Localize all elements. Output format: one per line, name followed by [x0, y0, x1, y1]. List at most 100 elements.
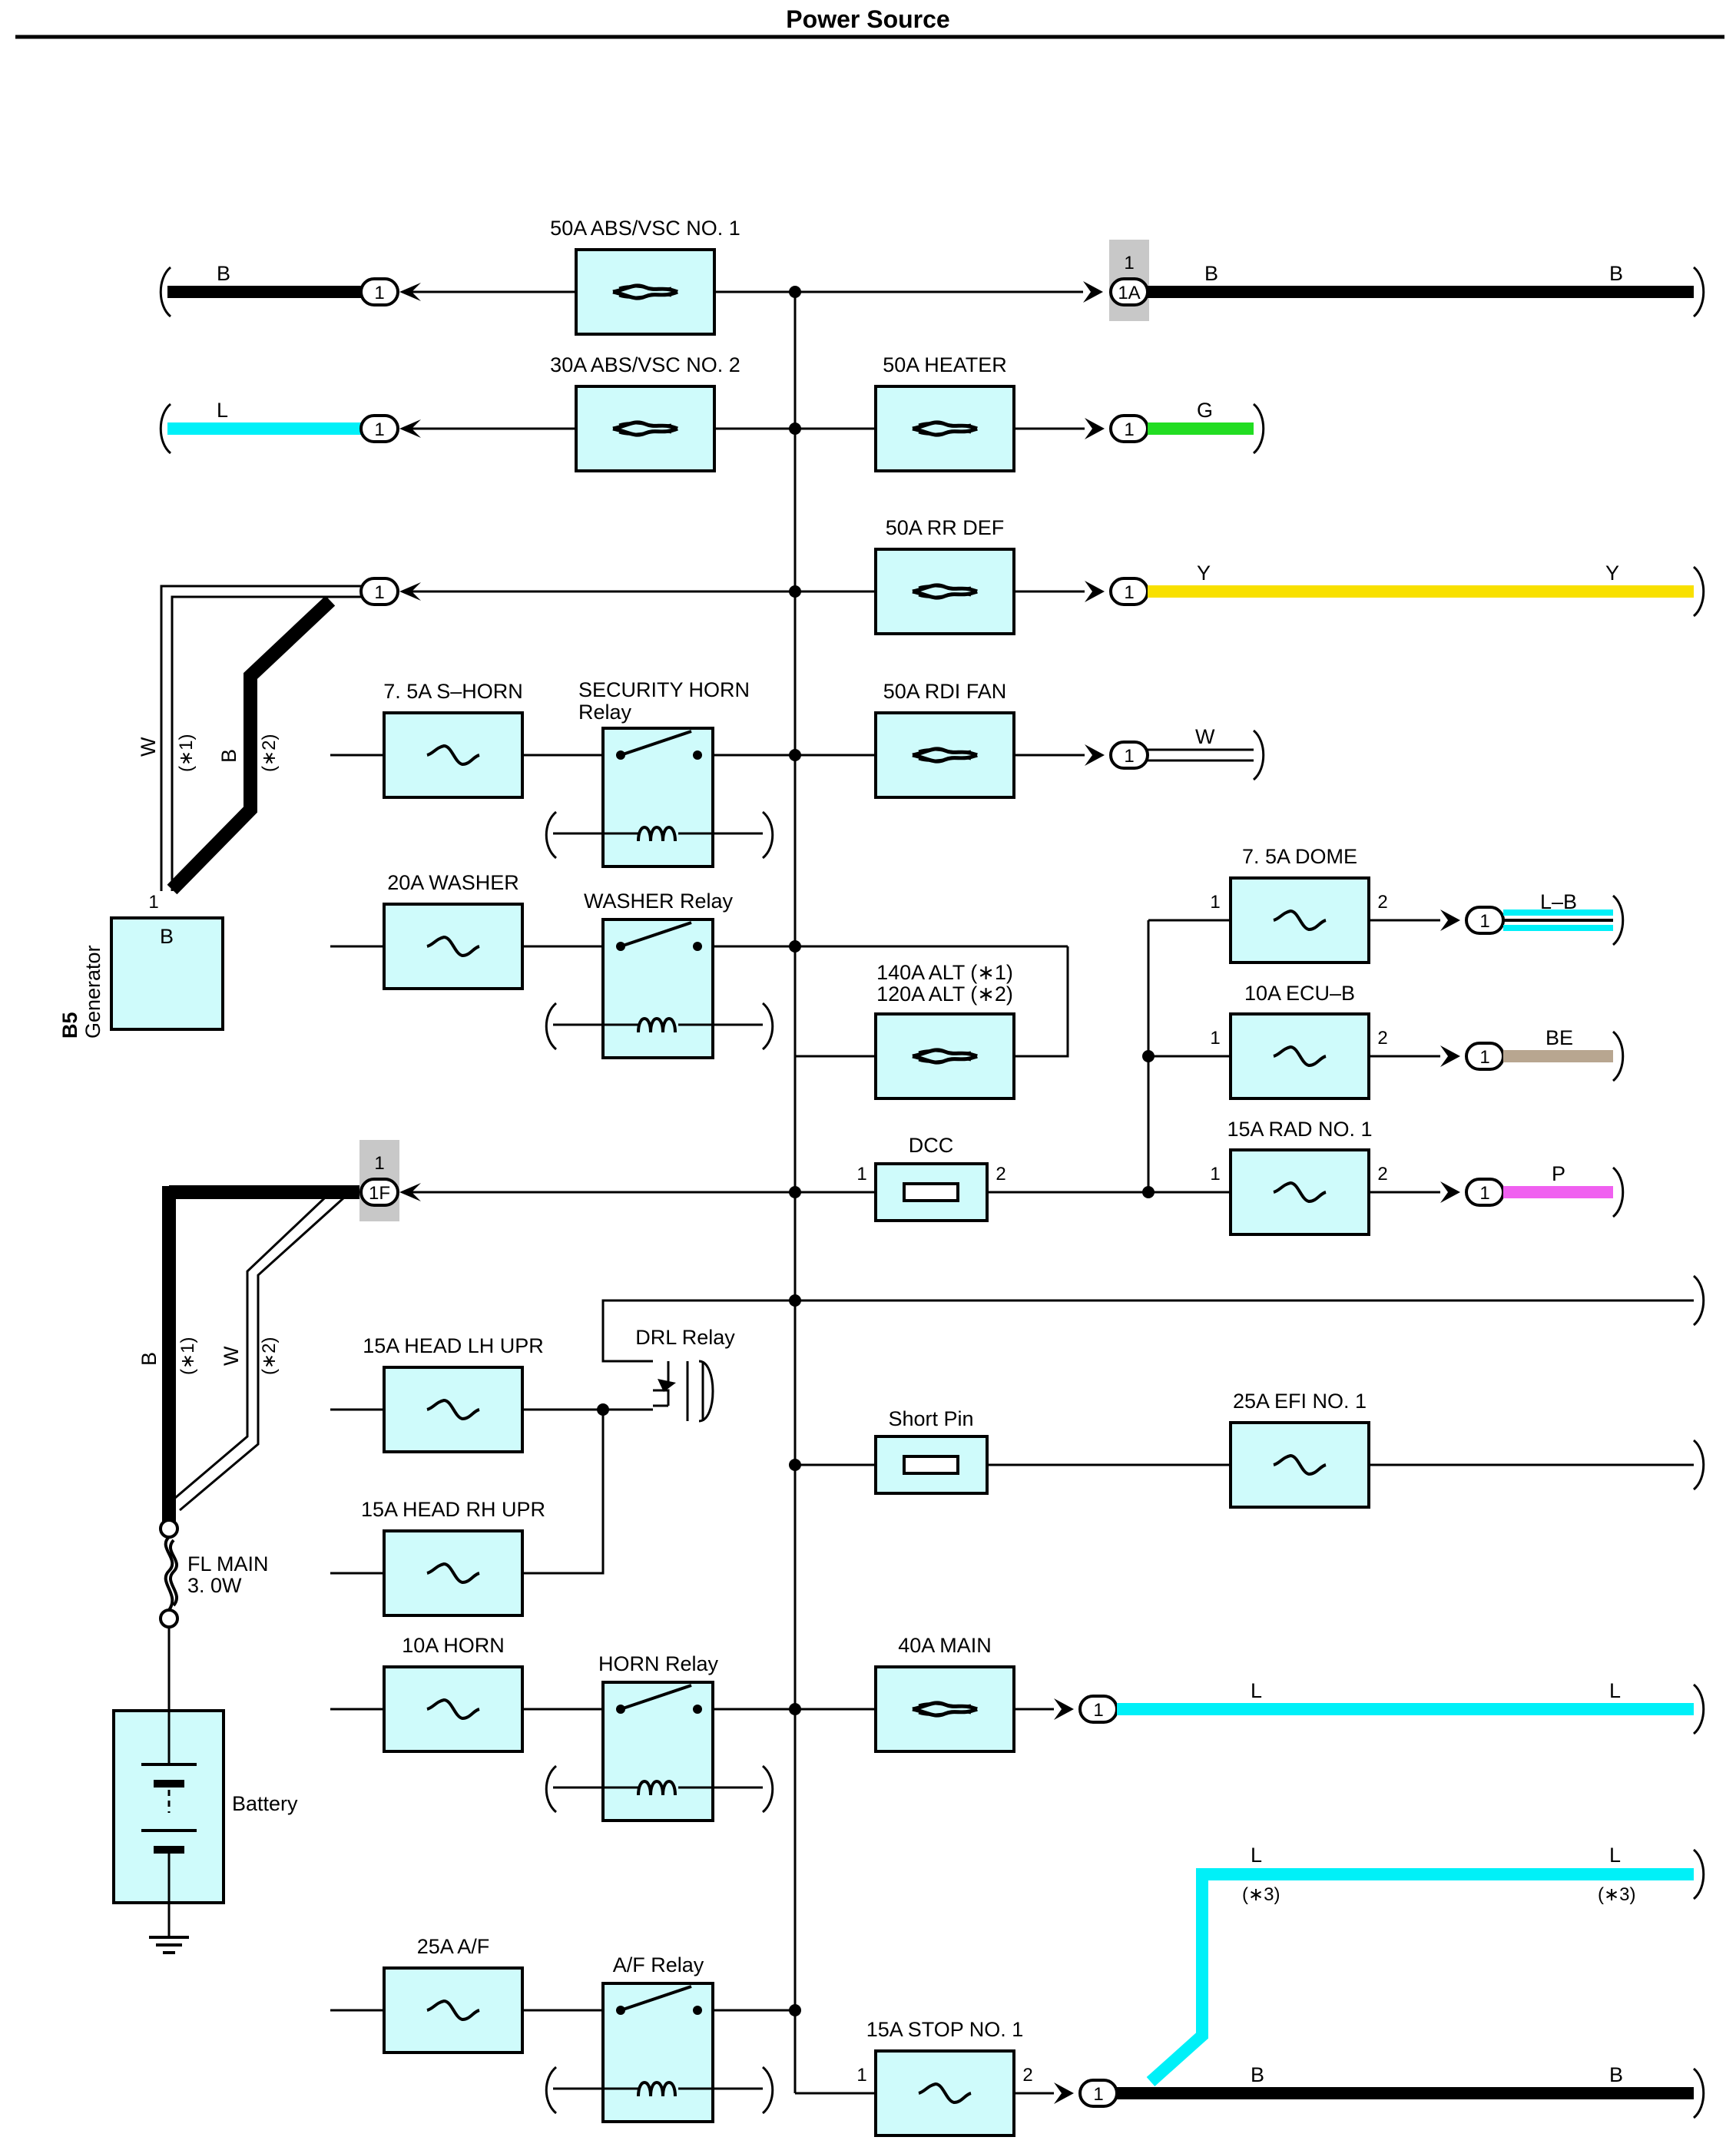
- short-pin-element-icon: [903, 1455, 959, 1475]
- connector-1f-pin: 1: [374, 1153, 384, 1174]
- wire-end-left-row1: [159, 266, 172, 318]
- wire-color-w-rdi: W: [1195, 725, 1215, 748]
- ground-icon: [149, 1903, 189, 1954]
- svg-text:1: 1: [1210, 1164, 1220, 1184]
- connector-1a: 1A: [1109, 277, 1149, 306]
- svg-text:1: 1: [856, 2065, 866, 2086]
- fl-main-terminal-top: [159, 1519, 179, 1539]
- wire-b-generator: [167, 595, 336, 895]
- battery-icon: [141, 1711, 197, 1903]
- wire-color-b-row1-end: B: [1609, 262, 1623, 285]
- connector-pin-rr-def: 1: [1109, 577, 1149, 606]
- svg-text:1: 1: [1124, 419, 1134, 440]
- wire-color-b-batt: B: [137, 1352, 161, 1366]
- svg-text:1: 1: [1124, 582, 1134, 603]
- drl-relay-transistor-icon: [653, 1360, 714, 1423]
- wire-color-b-row1-mid: B: [1204, 262, 1218, 285]
- relay-af: [601, 1982, 714, 2123]
- connector-pin-rad-1: 1: [1465, 1178, 1505, 1207]
- connector-1f: 1F: [359, 1178, 399, 1207]
- svg-text:1F: 1F: [369, 1183, 390, 1204]
- svg-text:1: 1: [1479, 1183, 1489, 1204]
- fuse-label-s-horn: 7. 5A S–HORN: [383, 680, 523, 703]
- svg-text:1: 1: [1093, 2084, 1103, 2105]
- note-2-gen: (∗2): [259, 734, 280, 772]
- fuse-label-dome: 7. 5A DOME: [1242, 845, 1357, 868]
- svg-text:1A: 1A: [1118, 283, 1140, 303]
- fuse-label-af: 25A A/F: [417, 1935, 490, 1958]
- fusible-link-label-abs-vsc-2: 30A ABS/VSC NO. 2: [550, 353, 740, 376]
- fusible-link-heater: [874, 385, 1015, 472]
- relay-switch-icon: [616, 1985, 702, 2015]
- svg-text:2: 2: [1377, 1164, 1387, 1184]
- connector-arrow-row1: [399, 283, 421, 301]
- fuse-label-head-lh: 15A HEAD LH UPR: [363, 1334, 544, 1357]
- connector-pin-row1: 1: [359, 277, 399, 306]
- fuse-label-horn: 10A HORN: [402, 1634, 505, 1657]
- svg-text:1: 1: [374, 283, 384, 303]
- relay-label-drl: DRL Relay: [635, 1326, 735, 1349]
- svg-text:1: 1: [1210, 1028, 1220, 1049]
- fuse-label-washer: 20A WASHER: [387, 871, 519, 894]
- svg-text:1: 1: [1479, 911, 1489, 932]
- connector-pin-heater: 1: [1109, 414, 1149, 443]
- relay-switch-icon: [616, 1684, 702, 1714]
- wire-w-battery: [174, 1185, 346, 1512]
- dcc-label: DCC: [909, 1134, 954, 1157]
- fuse-label-efi-1: 25A EFI NO. 1: [1233, 1390, 1367, 1413]
- fusible-link-alt: [874, 1012, 1015, 1100]
- svg-text:2: 2: [1377, 1028, 1387, 1049]
- wire-end-right-row1: [1692, 266, 1705, 318]
- svg-text:2: 2: [996, 1164, 1005, 1184]
- connector-pin-stop-1: 1: [1078, 2079, 1118, 2108]
- relay-washer: [601, 918, 714, 1059]
- wire-color-lb: L–B: [1540, 890, 1577, 913]
- fusible-link-label-alt-1: 140A ALT (∗1): [876, 961, 1013, 984]
- fl-main-terminal-bottom: [159, 1609, 179, 1628]
- fusible-link-label-alt-2: 120A ALT (∗2): [876, 982, 1013, 1006]
- wire-color-b-row1: B: [217, 262, 230, 285]
- fusible-link-rr-def: [874, 548, 1015, 635]
- fuse-label-ecu-b: 10A ECU–B: [1244, 982, 1355, 1005]
- fusible-link-label-rr-def: 50A RR DEF: [886, 516, 1005, 539]
- wire-color-l-3: L: [1251, 1844, 1262, 1867]
- fusible-link-label-rdi-fan: 50A RDI FAN: [883, 680, 1007, 703]
- wire-color-be: BE: [1546, 1026, 1573, 1049]
- wire-color-b-stop-end: B: [1609, 2063, 1623, 2086]
- relay-label-washer: WASHER Relay: [584, 890, 734, 913]
- generator-code: B5: [58, 1012, 81, 1039]
- connector-pin-main-40a: 1: [1078, 1695, 1118, 1724]
- connector-1a-pin: 1: [1124, 253, 1134, 273]
- note-1-batt: (∗1): [177, 1337, 198, 1375]
- wire-color-l-main: L: [1251, 1679, 1262, 1702]
- connector-arrow-1a: [1083, 281, 1103, 303]
- fl-main-label-2: 3. 0W: [187, 1574, 242, 1597]
- relay-security-horn: [601, 727, 714, 868]
- fuse-label-rad-1: 15A RAD NO. 1: [1227, 1118, 1372, 1141]
- generator-name: Generator: [81, 945, 104, 1039]
- svg-text:1: 1: [374, 419, 384, 440]
- wire-color-l-row2: L: [217, 399, 228, 422]
- svg-text:1: 1: [1093, 1700, 1103, 1721]
- wire-color-l-3-end: L: [1609, 1844, 1621, 1867]
- fl-main-label-1: FL MAIN: [187, 1552, 269, 1575]
- relay-label-horn: HORN Relay: [598, 1652, 719, 1675]
- wire-l-note3: [1146, 1868, 1694, 2086]
- connector-pin-rdi-fan: 1: [1109, 741, 1149, 770]
- wire-color-p: P: [1552, 1162, 1565, 1185]
- wire-color-b-gen: B: [217, 749, 240, 763]
- svg-text:1: 1: [1210, 892, 1220, 913]
- relay-switch-icon: [616, 730, 702, 760]
- fusible-link-label-heater: 50A HEATER: [883, 353, 1007, 376]
- connector-pin-row3: 1: [359, 577, 399, 606]
- fusible-link-abs-vsc-1: [575, 248, 716, 336]
- note-3-b: (∗3): [1598, 1884, 1635, 1905]
- relay-switch-icon: [616, 921, 702, 951]
- short-pin-label: Short Pin: [888, 1407, 973, 1430]
- svg-text:1: 1: [856, 1164, 866, 1184]
- wire-color-l-main-end: L: [1609, 1679, 1621, 1702]
- note-2-batt: (∗2): [259, 1337, 280, 1375]
- svg-text:2: 2: [1377, 892, 1387, 913]
- fusible-link-main-40a: [874, 1665, 1015, 1753]
